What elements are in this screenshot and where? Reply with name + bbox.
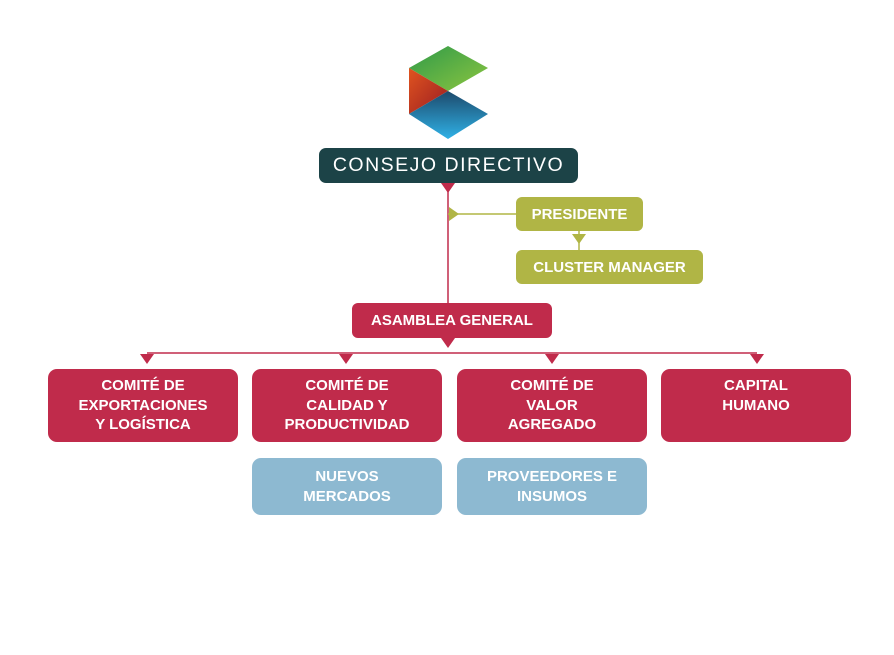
comite-label: COMITÉ DE CALIDAD Y PRODUCTIVIDAD: [284, 377, 410, 433]
presidente-node: PRESIDENTE: [516, 197, 643, 231]
cluster-logo-icon: [409, 46, 488, 139]
cluster-manager-label: CLUSTER MANAGER: [533, 258, 686, 276]
proveedores-insumos-node: PROVEEDORES E INSUMOS: [457, 458, 647, 515]
asamblea-general-node: ASAMBLEA GENERAL: [352, 303, 552, 338]
comite-arrow-3: [545, 354, 559, 364]
consejo-arrow: [441, 183, 455, 193]
presidente-label: PRESIDENTE: [531, 205, 628, 223]
comite-calidad-node: COMITÉ DE CALIDAD Y PRODUCTIVIDAD: [252, 369, 442, 442]
comite-arrow-2: [339, 354, 353, 364]
comite-arrow-4: [750, 354, 764, 364]
subcomite-label: NUEVOS MERCADOS: [303, 468, 391, 505]
capital-humano-node: CAPITAL HUMANO: [661, 369, 851, 442]
comite-valor-agregado-node: COMITÉ DE VALOR AGREGADO: [457, 369, 647, 442]
comite-label: CAPITAL HUMANO: [722, 377, 790, 414]
consejo-directivo-label: CONSEJO DIRECTIVO: [332, 154, 565, 176]
nuevos-mercados-node: NUEVOS MERCADOS: [252, 458, 442, 515]
subcomite-label: PROVEEDORES E INSUMOS: [486, 468, 618, 505]
comite-arrow-1: [140, 354, 154, 364]
consejo-directivo-node: CONSEJO DIRECTIVO: [319, 148, 578, 183]
comite-exportaciones-node: COMITÉ DE EXPORTACIONES Y LOGÍSTICA: [48, 369, 238, 442]
asamblea-arrow: [441, 338, 455, 348]
comite-label: COMITÉ DE VALOR AGREGADO: [507, 377, 597, 433]
comite-label: COMITÉ DE EXPORTACIONES Y LOGÍSTICA: [78, 377, 208, 433]
asamblea-general-label: ASAMBLEA GENERAL: [371, 312, 533, 329]
presidente-arrow: [449, 207, 459, 221]
cluster-manager-arrow: [572, 234, 586, 244]
cluster-manager-node: CLUSTER MANAGER: [516, 250, 703, 284]
